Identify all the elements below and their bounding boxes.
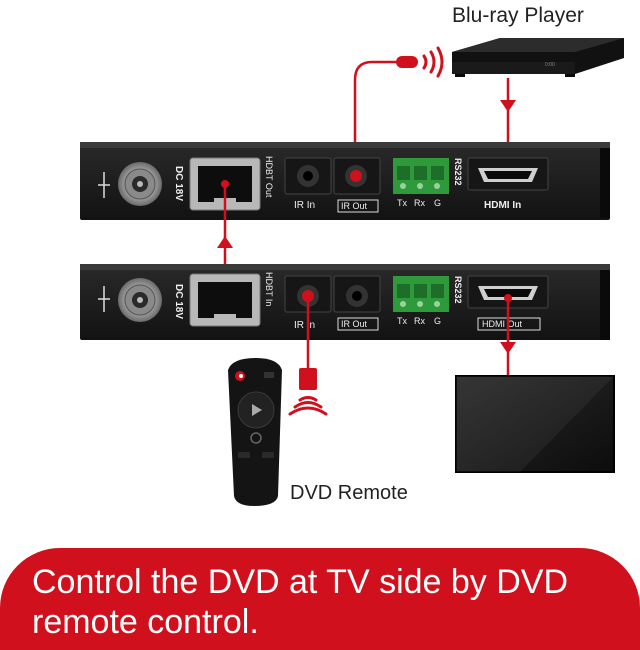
usb-service-icon bbox=[98, 286, 110, 312]
tx-hdbt-label: HDBT Out bbox=[264, 156, 274, 198]
rx-rs232-label: RS232 bbox=[453, 276, 463, 304]
rx-power-label: DC 18V bbox=[173, 284, 184, 319]
tx-ir-out-label: IR Out bbox=[341, 201, 368, 211]
dc-jack bbox=[118, 278, 162, 322]
rx-hdmi-port bbox=[467, 275, 549, 309]
tx-ir-in-label: IR In bbox=[294, 200, 315, 211]
tx-rs232-pin-g: G bbox=[434, 198, 441, 208]
transmitter-panel: DC 18V HDBT Out IR In IR Out bbox=[80, 142, 610, 220]
ir-wave-icon bbox=[422, 46, 444, 78]
tx-ir-out-port bbox=[333, 157, 381, 195]
ir-emitter-cable bbox=[353, 46, 444, 172]
rx-rs232-terminal bbox=[393, 276, 449, 312]
tx-hdmi-port bbox=[467, 157, 549, 191]
tx-rs232-pin-rx: Rx bbox=[414, 198, 425, 208]
tx-rs232-terminal bbox=[393, 158, 449, 194]
rx-ir-out-port bbox=[333, 275, 381, 313]
ir-receiver-cable bbox=[288, 296, 328, 416]
dc-jack bbox=[118, 162, 162, 206]
usb-service-icon bbox=[98, 172, 110, 198]
tx-power-label: DC 18V bbox=[173, 166, 184, 201]
player-display: 0:00 bbox=[545, 62, 555, 68]
tv-icon bbox=[455, 375, 615, 473]
ir-wave-icon bbox=[288, 396, 328, 416]
rx-ir-out-label: IR Out bbox=[341, 319, 368, 329]
tx-ir-in-port bbox=[284, 157, 332, 195]
rx-rs232-pin-rx: Rx bbox=[414, 316, 425, 326]
rx-hdbt-port bbox=[189, 273, 261, 327]
hdmi-output-cable bbox=[500, 294, 516, 376]
tx-rs232-label: RS232 bbox=[453, 158, 463, 186]
rx-rs232-pin-tx: Tx bbox=[397, 316, 407, 326]
dvd-remote-label: DVD Remote bbox=[290, 482, 408, 504]
caption-text: Control the DVD at TV side by DVD remote… bbox=[32, 563, 569, 641]
rx-rs232-pin-g: G bbox=[434, 316, 441, 326]
remote-icon bbox=[228, 358, 282, 506]
tx-hdmi-label: HDMI In bbox=[484, 200, 521, 211]
rx-hdmi-label: HDMI Out bbox=[482, 319, 523, 329]
receiver-panel: DC 18V HDBT In IR In IR Out bbox=[80, 264, 610, 340]
rx-ir-in-label: IR In bbox=[294, 320, 315, 331]
bluray-player: 0:00 bbox=[452, 38, 624, 77]
rx-hdbt-label: HDBT In bbox=[264, 272, 274, 306]
tx-rs232-pin-tx: Tx bbox=[397, 198, 407, 208]
play-icon bbox=[252, 404, 262, 416]
caption-banner: Control the DVD at TV side by DVD remote… bbox=[0, 548, 640, 650]
bluray-player-label: Blu-ray Player bbox=[452, 4, 584, 27]
